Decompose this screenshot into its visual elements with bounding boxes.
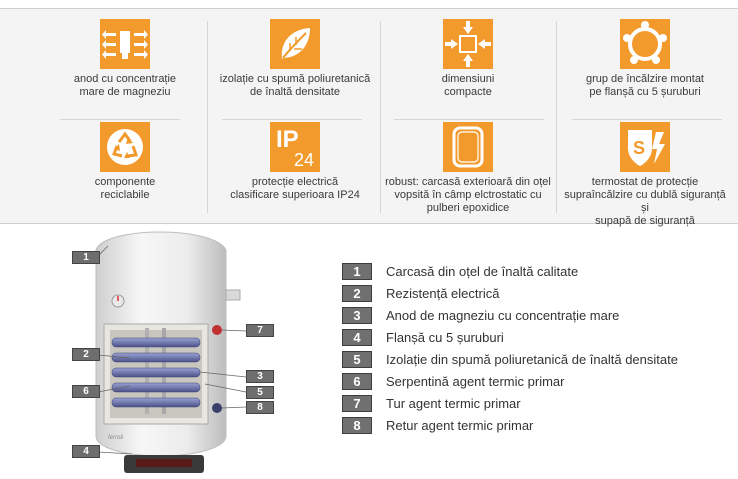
compact-arrows-icon [443,19,493,69]
ip-sub-text: 24 [294,150,314,170]
legend-text: Tur agent termic primar [386,396,521,411]
legend-text: Anod de magneziu cu concentrație mare [386,308,620,323]
diagram-tag-8: 8 [246,401,274,414]
feature-label: dimensiuni compacte [441,73,495,98]
feature-thermostat: S termostat de protecție supraîncălzire … [560,122,730,228]
legend-text: Carcasă din oțel de înaltă calitate [386,264,579,279]
legend-row: 2 Rezistență electrică [342,284,722,303]
feature-insulation: izolație cu spumă poliuretanică de înalt… [210,19,380,99]
flange-icon [620,19,670,69]
leaf-icon [270,19,320,69]
divider [207,21,208,213]
feature-label: izolație cu spumă poliuretanică de înalt… [219,73,371,98]
diagram-tag-3: 3 [246,370,274,383]
features-grid: anod cu concentrație mare de magneziu iz… [0,9,738,228]
feature-robust: robust: carcasă exterioară din oțel vops… [383,122,553,215]
tank-outline-icon [443,122,493,172]
legend-text: Retur agent termic primar [386,418,534,433]
legend-text: Izolație din spumă poliuretanică de înal… [386,352,678,367]
divider [60,119,180,120]
divider [222,119,362,120]
feature-flange: grup de încălzire montat pe flanșă cu 5 … [560,19,730,99]
diagram-tag-2: 2 [72,348,100,361]
feature-label: anod cu concentrație mare de magneziu [73,73,177,98]
legend-number: 4 [342,329,372,346]
legend-number: 1 [342,263,372,280]
features-panel: anod cu concentrație mare de magneziu iz… [0,8,738,228]
legend-number: 3 [342,307,372,324]
legend-row: 1 Carcasă din oțel de înaltă calitate [342,262,722,281]
divider [572,119,722,120]
boiler-illustration: ferroli [95,231,247,473]
diagram-tag-7: 7 [246,324,274,337]
feature-anode: anod cu concentrație mare de magneziu [40,19,210,99]
legend-text: Serpentină agent termic primar [386,374,565,389]
ip-main-text: IP [276,126,299,153]
diagram-tag-4: 4 [72,445,100,458]
diagram-tag-1: 1 [72,251,100,264]
legend-text: Flanșă cu 5 șuruburi [386,330,504,345]
brand-logo: ferroli [108,435,124,441]
feature-ip24: IP 24 protecție electrică clasificare su… [210,122,380,202]
safety-shield-icon: S [620,122,670,172]
feature-recyclable: componente reciclabile [40,122,210,202]
anode-arrows-icon [100,19,150,69]
feature-compact: dimensiuni compacte [383,19,553,99]
feature-label: protecție electrică clasificare superioa… [230,176,360,201]
feature-label: termostat de protecție supraîncălzire cu… [564,176,726,227]
legend-row: 5 Izolație din spumă poliuretanică de în… [342,350,722,369]
recycle-icon [100,122,150,172]
ip24-icon: IP 24 [270,122,320,172]
legend-row: 8 Retur agent termic primar [342,416,722,435]
legend-number: 2 [342,285,372,302]
legend-number: 5 [342,351,372,368]
feature-label: robust: carcasă exterioară din oțel vops… [385,176,551,214]
svg-text:S: S [633,138,645,158]
feature-label: componente reciclabile [94,176,156,201]
legend-text: Rezistență electrică [386,286,500,301]
diagram-tag-6: 6 [72,385,100,398]
divider [556,21,557,213]
legend-row: 6 Serpentină agent termic primar [342,372,722,391]
feature-label: grup de încălzire montat pe flanșă cu 5 … [585,73,704,98]
divider [394,119,544,120]
divider [380,21,381,213]
boiler-diagram: ferroli 1 2 3 4 5 6 7 8 [0,226,738,479]
legend-number: 6 [342,373,372,390]
legend-number: 8 [342,417,372,434]
legend-row: 3 Anod de magneziu cu concentrație mare [342,306,722,325]
legend-row: 4 Flanșă cu 5 șuruburi [342,328,722,347]
diagram-tag-5: 5 [246,386,274,399]
legend-number: 7 [342,395,372,412]
legend-row: 7 Tur agent termic primar [342,394,722,413]
